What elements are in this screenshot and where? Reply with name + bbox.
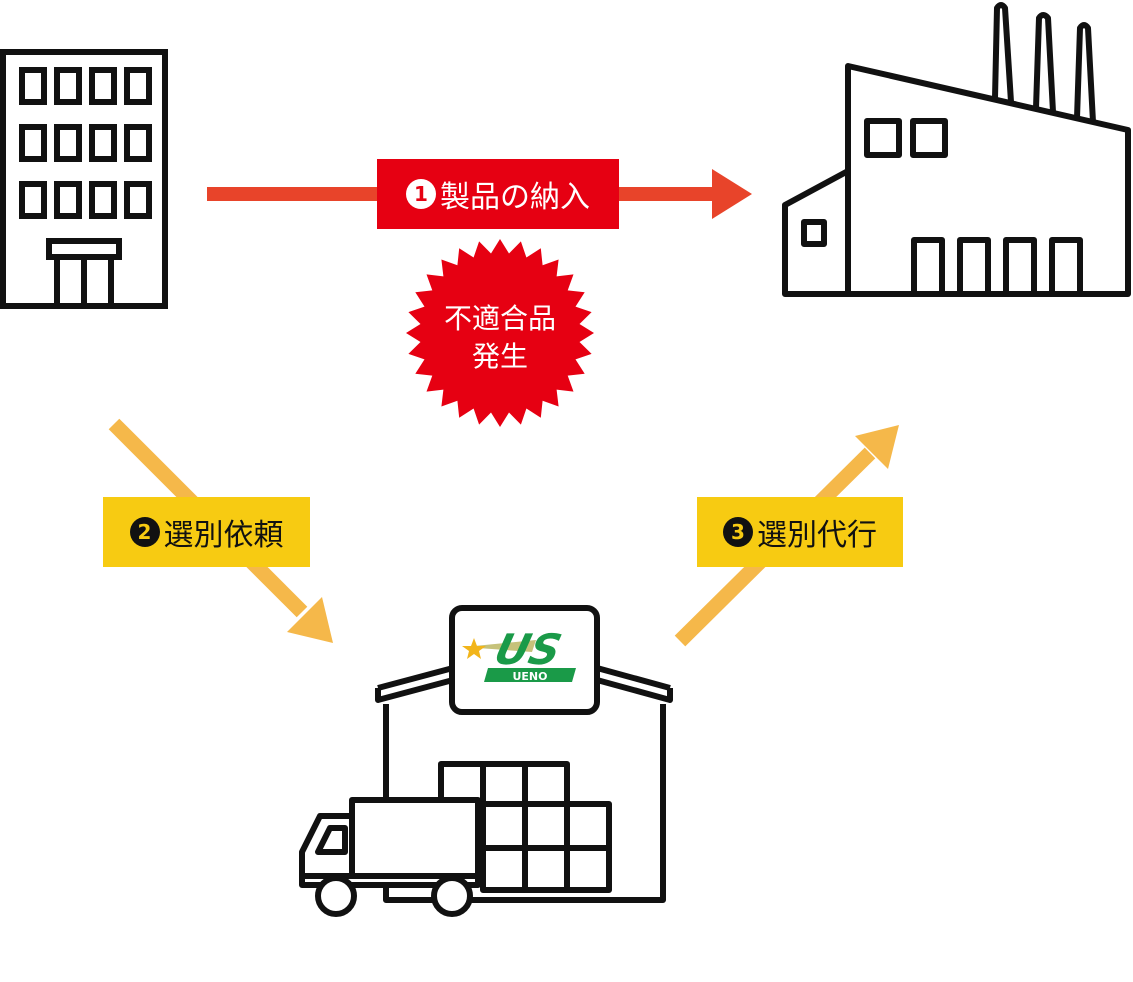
- step2-text: 選別依頼: [163, 518, 284, 553]
- step1-number-badge: 1: [406, 179, 436, 209]
- factory-icon: [782, 2, 1131, 297]
- logo-sub: UENO: [512, 670, 547, 683]
- step3-number-badge: 3: [723, 517, 753, 547]
- office-building-icon: [0, 49, 168, 309]
- ueno-logo: US UENO: [462, 626, 576, 683]
- nonconforming-burst-shape: [406, 239, 594, 427]
- step3-label: 3 選別代行: [697, 497, 903, 567]
- step2-label: 2 選別依頼: [103, 497, 310, 567]
- step1-text: 製品の納入: [440, 180, 590, 215]
- burst-line1: 不適合品: [443, 302, 556, 335]
- burst-line2: 発生: [471, 340, 528, 373]
- step3-text: 選別代行: [757, 518, 877, 553]
- step2-number-badge: 2: [129, 517, 160, 547]
- truck-icon: [299, 797, 481, 917]
- burst-label: 不適合品 発生: [420, 300, 580, 376]
- logo-mark: US: [490, 626, 567, 675]
- step1-label: 1 製品の納入: [377, 159, 619, 229]
- star-icon: [462, 638, 486, 659]
